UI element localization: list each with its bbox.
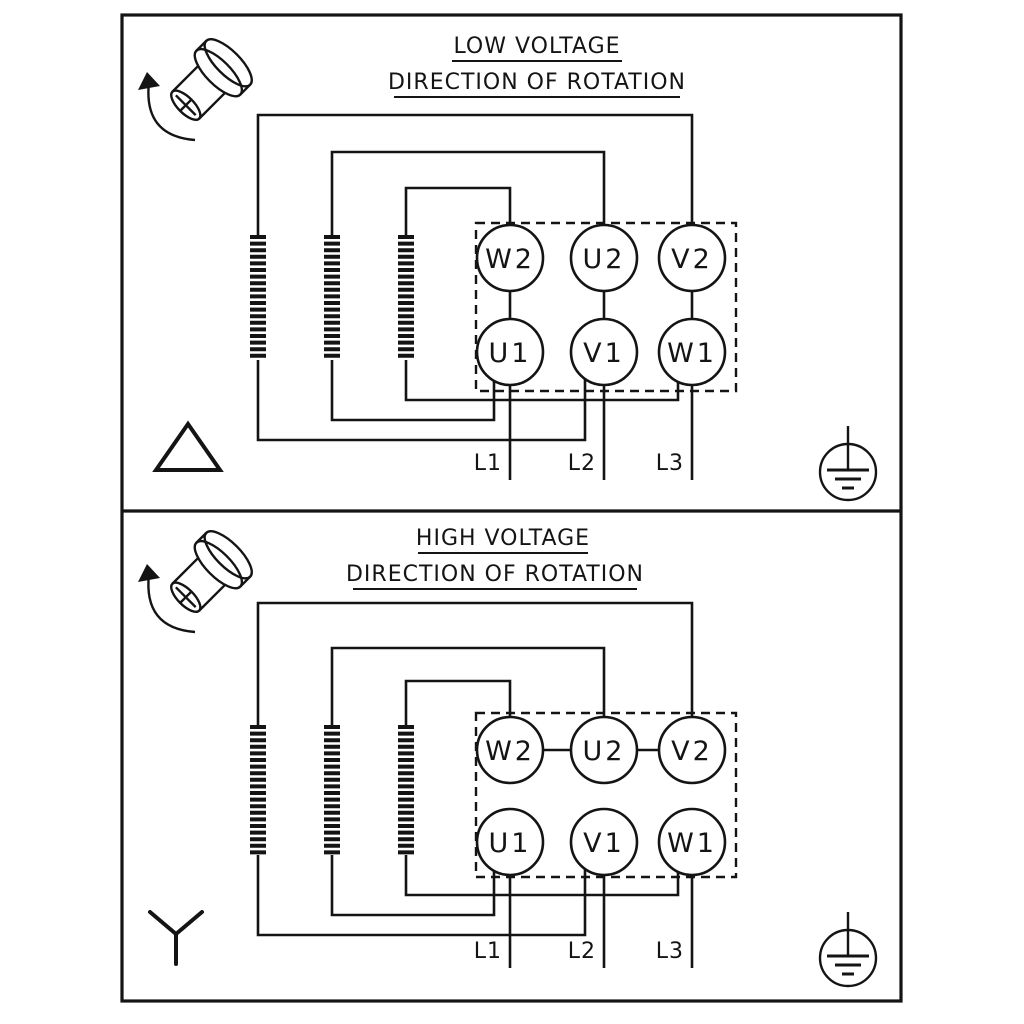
terminal-U2 <box>569 715 639 785</box>
terminal-U1 <box>475 317 545 387</box>
wire <box>256 113 694 258</box>
terminal-label: U1 <box>489 828 532 859</box>
terminal-W1 <box>657 807 727 877</box>
supply-label-L1: L1 <box>474 939 502 964</box>
rotation-direction-icon <box>136 31 260 142</box>
supply-label-L1: L1 <box>474 451 502 476</box>
wire <box>256 842 587 937</box>
terminal-label: V2 <box>671 244 713 275</box>
terminal-U2 <box>569 223 639 293</box>
supply-label-L3: L3 <box>656 939 684 964</box>
terminal-label: U1 <box>489 338 532 369</box>
terminal-box <box>474 711 738 879</box>
supply-label-L2: L2 <box>568 939 596 964</box>
terminal-U1 <box>475 807 545 877</box>
panel-title: HIGH VOLTAGE <box>416 526 590 551</box>
wire <box>330 150 606 258</box>
wire <box>330 646 606 750</box>
low-voltage-panel: LOW VOLTAGE DIRECTION OF ROTATION <box>136 31 878 502</box>
terminal-label: W2 <box>485 244 535 275</box>
wire <box>256 352 587 442</box>
panel-subtitle: DIRECTION OF ROTATION <box>388 70 686 95</box>
delta-symbol <box>152 420 224 472</box>
wire <box>256 601 694 750</box>
terminal-label: V1 <box>583 338 625 369</box>
terminal-V1 <box>569 317 639 387</box>
wire <box>330 842 496 917</box>
terminal-label: V1 <box>583 828 625 859</box>
supply-label-L3: L3 <box>656 451 684 476</box>
panel-subtitle: DIRECTION OF ROTATION <box>346 562 644 587</box>
terminal-V2 <box>657 223 727 293</box>
supply-label-L2: L2 <box>568 451 596 476</box>
terminal-V2 <box>657 715 727 785</box>
terminal-label: W1 <box>667 338 717 369</box>
terminal-label: U2 <box>583 736 626 767</box>
terminal-label: W1 <box>667 828 717 859</box>
terminal-box <box>474 221 738 393</box>
terminal-W1 <box>657 317 727 387</box>
rotation-direction-icon <box>136 523 260 634</box>
wire <box>404 679 512 750</box>
high-voltage-panel: HIGH VOLTAGE DIRECTION OF ROTATION <box>136 523 878 988</box>
terminal-label: U2 <box>583 244 626 275</box>
terminal-V1 <box>569 807 639 877</box>
terminal-W2 <box>475 715 545 785</box>
wire <box>330 352 496 422</box>
diagram-border <box>120 13 903 1003</box>
panel-title: LOW VOLTAGE <box>453 34 620 59</box>
star-symbol <box>148 910 204 966</box>
terminal-W2 <box>475 223 545 293</box>
earth-icon <box>818 910 878 988</box>
earth-icon <box>818 424 878 502</box>
terminal-label: W2 <box>485 736 535 767</box>
terminal-label: V2 <box>671 736 713 767</box>
